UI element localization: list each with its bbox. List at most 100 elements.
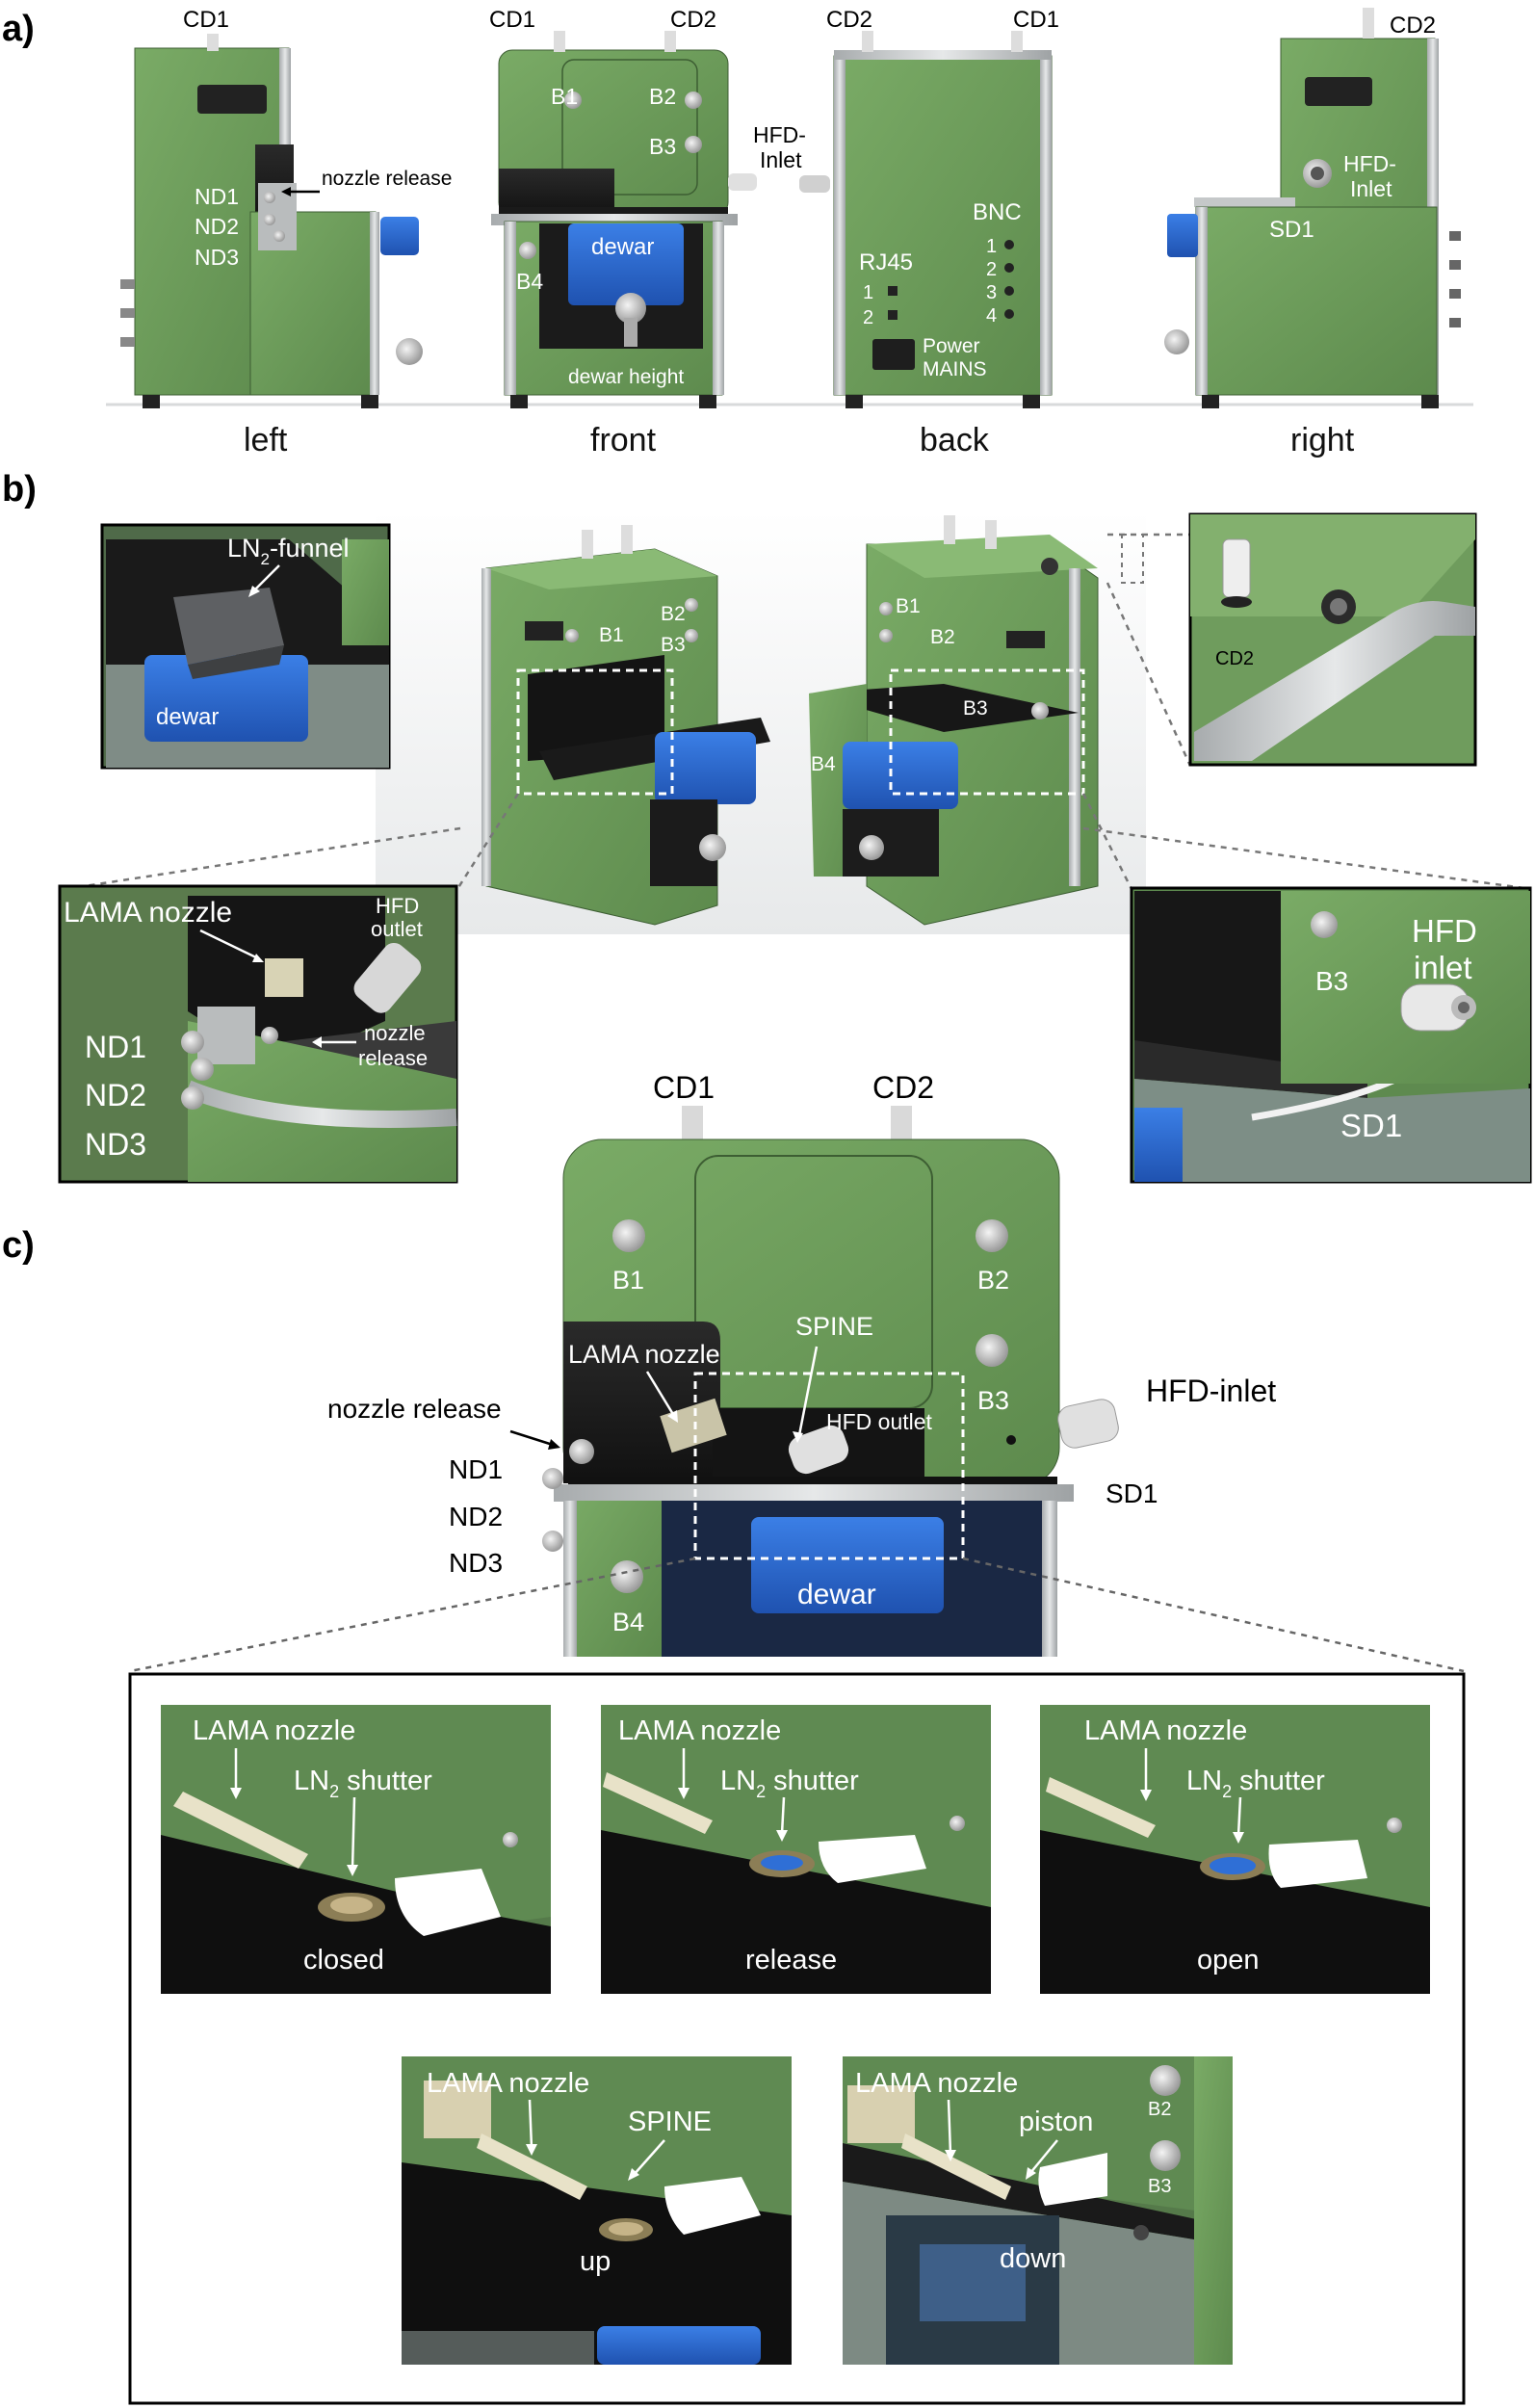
panel-a-label: a) xyxy=(2,9,35,49)
c-hfd-inlet-label: HFD-inlet xyxy=(1146,1374,1276,1408)
back-bnc-3: 3 xyxy=(986,282,997,303)
right-cd2-label: CD2 xyxy=(1390,13,1436,39)
right-sd1-label: SD1 xyxy=(1269,217,1314,243)
c-nozzle-release-label: nozzle release xyxy=(327,1394,502,1424)
open-shutter-arrowhead xyxy=(1233,1832,1244,1844)
open-state-label: open xyxy=(1197,1945,1260,1976)
c-zoom-line-left xyxy=(129,1557,696,1673)
back-bnc-4: 4 xyxy=(986,305,997,327)
down-b2-label: B2 xyxy=(1148,2099,1171,2120)
left-nozzle-release-arrowhead xyxy=(281,187,291,196)
up-nozzle-label: LAMA nozzle xyxy=(427,2068,589,2099)
release-nozzle-label: LAMA nozzle xyxy=(618,1715,781,1746)
down-nozzle-arrow xyxy=(947,2099,952,2155)
c-zoom-box xyxy=(693,1372,965,1560)
iso2-zoom-box xyxy=(889,668,1085,796)
up-nozzle-arrowhead xyxy=(526,2144,537,2156)
release-shutter-arrowhead xyxy=(776,1830,788,1842)
left-zoom-hfd-line2: outlet xyxy=(371,917,423,941)
hfd-inlet-line2: Inlet xyxy=(760,147,802,172)
iso2-b4-label: B4 xyxy=(811,753,836,775)
open-nozzle-arrowhead xyxy=(1140,1790,1152,1801)
c-b2-label: B2 xyxy=(977,1266,1009,1295)
c-b4-label: B4 xyxy=(612,1608,644,1636)
view-label-right: right xyxy=(1290,422,1355,458)
left-nd2-label: ND2 xyxy=(195,214,239,239)
closed-nozzle-arrowhead xyxy=(230,1788,242,1799)
right-zoom-hfd-inlet: HFD inlet xyxy=(1412,913,1486,985)
back-rj45-2: 2 xyxy=(863,307,873,328)
up-spine-arrow xyxy=(633,2139,665,2176)
c-b3-label: B3 xyxy=(977,1386,1009,1415)
iso1-zoom-box xyxy=(516,668,674,796)
panel-b-label: b) xyxy=(2,469,37,510)
piston-panel-down xyxy=(843,2056,1233,2365)
open-shutter-arrow xyxy=(1236,1796,1242,1837)
c-cd2-label: CD2 xyxy=(872,1070,934,1105)
c-dewar-label: dewar xyxy=(797,1579,876,1610)
release-nozzle-arrowhead xyxy=(678,1788,689,1799)
c-nd2-label: ND2 xyxy=(449,1502,503,1531)
spine-panel-up xyxy=(402,2056,792,2365)
down-nozzle-label: LAMA nozzle xyxy=(855,2068,1018,2099)
left-zoom-lama-arrowhead xyxy=(252,954,264,962)
closed-shutter-arrowhead xyxy=(347,1865,358,1876)
right-hfd-line1: HFD- xyxy=(1343,151,1396,176)
left-zoom-nd2: ND2 xyxy=(85,1078,146,1112)
back-view xyxy=(833,31,1053,408)
right-hfd-line2: Inlet xyxy=(1350,176,1392,201)
left-nozzle-release-label: nozzle release xyxy=(322,168,452,190)
down-nozzle-arrowhead xyxy=(945,2150,956,2161)
front-cd2-label: CD2 xyxy=(670,7,716,33)
c-nd1-label: ND1 xyxy=(449,1454,503,1484)
closed-nozzle-label: LAMA nozzle xyxy=(193,1715,355,1746)
c-hfd-outlet-label: HFD outlet xyxy=(826,1409,933,1434)
back-rj45-label: RJ45 xyxy=(859,249,913,275)
iso-device-1 xyxy=(481,525,770,926)
back-mains-label: MAINS xyxy=(923,358,987,380)
left-zoom-release-line2: release xyxy=(358,1046,428,1070)
front-dewar-height-label: dewar height xyxy=(568,366,684,388)
release-shutter-arrow xyxy=(780,1796,786,1835)
up-spine-label: SPINE xyxy=(628,2107,712,2137)
left-zoom-nd3: ND3 xyxy=(85,1127,146,1162)
c-cd1-label: CD1 xyxy=(653,1070,715,1105)
state-panel-open xyxy=(1040,1705,1430,1994)
cd2-zoom-line-bottom xyxy=(1106,582,1192,767)
iso1-b2-label: B2 xyxy=(661,603,686,625)
left-zoom-inset xyxy=(58,884,458,1184)
iso1-b3-label: B3 xyxy=(661,634,686,656)
funnel-inset xyxy=(100,523,391,770)
down-state-label: down xyxy=(1000,2243,1066,2274)
state-panel-release xyxy=(601,1705,991,1994)
front-b3-label: B3 xyxy=(649,134,676,159)
front-b2-label: B2 xyxy=(649,84,676,109)
up-nozzle-arrow xyxy=(528,2099,533,2149)
back-rj45-1: 1 xyxy=(863,282,873,303)
left-view xyxy=(120,34,423,408)
left-nd1-label: ND1 xyxy=(195,184,239,209)
back-bnc-1: 1 xyxy=(986,236,997,257)
open-shutter-label: LN2 shutter xyxy=(1186,1766,1325,1801)
front-view xyxy=(491,31,757,408)
left-nd3-label: ND3 xyxy=(195,245,239,270)
left-cd1-label: CD1 xyxy=(183,7,229,33)
back-cd1-label: CD1 xyxy=(1013,7,1059,33)
right-zoom-line-2 xyxy=(1082,826,1532,891)
iso2-b3-label: B3 xyxy=(963,697,988,720)
funnel-arrowhead xyxy=(248,586,260,597)
c-lama-arrow xyxy=(645,1371,676,1417)
up-spine-arrowhead xyxy=(628,2168,639,2181)
closed-state-label: closed xyxy=(303,1945,384,1976)
closed-shutter-label: LN2 shutter xyxy=(294,1766,432,1801)
front-b1-label: B1 xyxy=(551,84,578,109)
panel-c-label: c) xyxy=(2,1225,35,1266)
down-piston-label: piston xyxy=(1019,2107,1093,2137)
front-cd1-label: CD1 xyxy=(489,7,535,33)
right-zoom-sd1: SD1 xyxy=(1340,1108,1402,1143)
release-shutter-label: LN2 shutter xyxy=(720,1766,859,1801)
iso2-b2-label: B2 xyxy=(930,626,955,648)
down-piston-arrowhead xyxy=(1026,2167,1036,2180)
left-zoom-nozzle-release: nozzle release xyxy=(358,1021,431,1070)
right-hfd-inlet-label: HFD- Inlet xyxy=(1343,151,1402,201)
